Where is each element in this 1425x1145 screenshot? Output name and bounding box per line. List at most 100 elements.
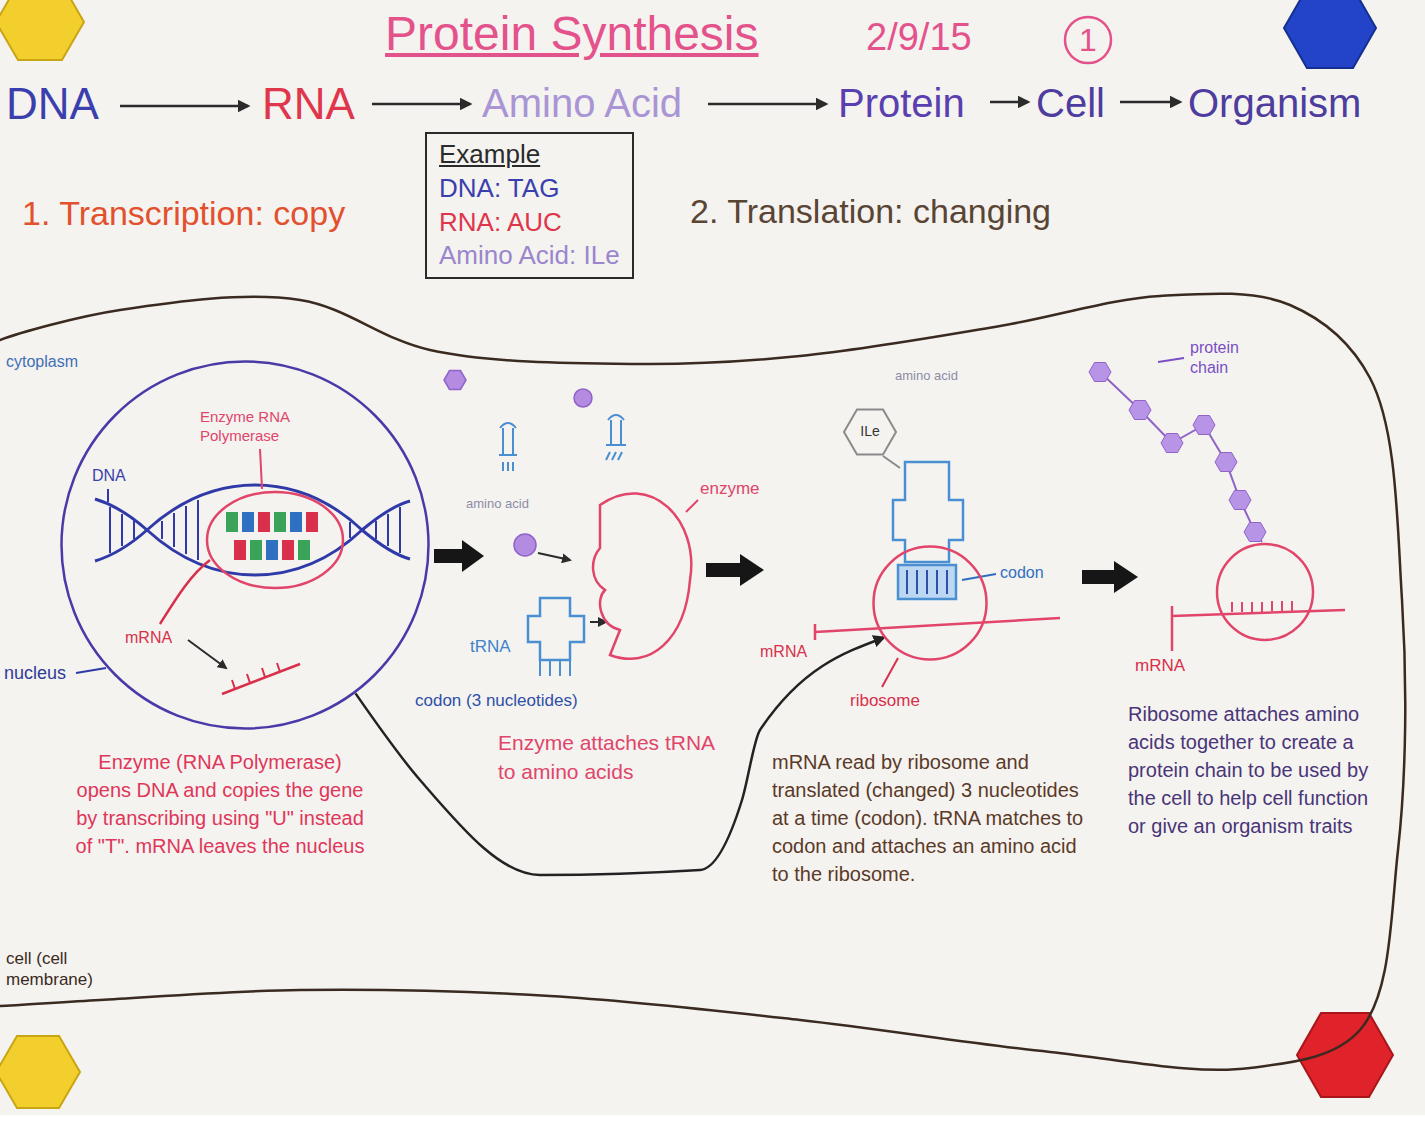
protein-chain (1229, 491, 1251, 510)
dna-helix (95, 485, 410, 575)
trna-symbol (499, 423, 517, 471)
flow-arrow (372, 103, 470, 106)
rna-polymerase (234, 540, 246, 560)
mrna-strand (1232, 601, 1292, 612)
part-name: amino acid (466, 496, 529, 512)
leader-line (882, 358, 1184, 687)
date: 2/9/15 (866, 14, 972, 62)
part-name: enzyme (700, 478, 760, 499)
dna-helix (95, 485, 410, 561)
poster-title: Protein Synthesis (385, 4, 759, 64)
trna-symbol (540, 660, 570, 676)
part-name: codon (1000, 563, 1044, 583)
ribosome-circle (872, 545, 988, 661)
rna-polymerase (226, 512, 238, 532)
protein-chain (1100, 372, 1262, 542)
dna-helix (110, 500, 400, 560)
amino-acid (574, 389, 592, 407)
amino-acid (444, 371, 592, 557)
dna-helix (107, 489, 109, 502)
ribosome-symbol (1217, 544, 1313, 640)
mrna-strand (160, 560, 300, 694)
part-name: Enzyme RNA Polymerase (200, 408, 330, 446)
part-name: nucleus (4, 662, 66, 685)
flow-step: Protein (838, 78, 965, 128)
small-arrow (538, 553, 570, 560)
rna-polymerase (282, 540, 294, 560)
amino-acid-hexagon (883, 456, 900, 468)
step-note: Enzyme attaches tRNA to amino acids (498, 728, 718, 787)
enzyme-shape (686, 500, 698, 512)
leader-line (882, 658, 898, 687)
small-arrow (590, 621, 606, 623)
rna-polymerase (298, 540, 310, 560)
mrna-strand (1171, 606, 1174, 651)
rna-polymerase (207, 449, 343, 588)
box-heading: Example (439, 138, 620, 172)
step-note: Ribosome attaches amino acids together t… (1128, 700, 1378, 840)
ribosome-circle: ribosome (872, 545, 988, 661)
leader-arrow (188, 640, 226, 668)
part-name: mRNA (125, 628, 172, 648)
mrna-strand (815, 618, 1060, 632)
enzyme-shape (593, 493, 691, 658)
trna-symbol (606, 415, 626, 460)
rna-polymerase (274, 512, 286, 532)
flow-step: RNA (262, 76, 355, 131)
example-line: DNA: TAG (439, 172, 620, 206)
flow-step: DNA (6, 76, 99, 131)
part-name: protein chain (1190, 338, 1262, 378)
part-name: ribosome (850, 690, 920, 711)
step-note: mRNA read by ribosome and translated (ch… (772, 748, 1087, 888)
flow-arrow (1120, 101, 1180, 104)
cell-outline: cytoplasmcell (cell membrane)nucleusribo… (0, 288, 1412, 1078)
amino-acid (444, 371, 466, 390)
part-name: amino acid (895, 368, 958, 384)
amino-acid-name: ILe (856, 423, 884, 441)
example-line: Amino Acid: ILe (439, 239, 620, 273)
page-number-circle (1065, 17, 1111, 63)
trna-symbol (898, 565, 956, 599)
rna-polymerase (290, 512, 302, 532)
stage-arrow (434, 540, 1138, 593)
push-pin (0, 0, 1393, 1108)
flow-arrow (120, 105, 248, 108)
mrna-strand (222, 664, 300, 694)
example-line: RNA: AUC (439, 206, 620, 240)
flow-step: Organism (1188, 78, 1361, 128)
flow-step: Amino Acid (482, 78, 682, 128)
push-pin (0, 0, 84, 60)
flow-arrow (990, 101, 1028, 104)
protein-chain (1193, 416, 1215, 435)
cell-outline (0, 294, 1405, 1070)
bottom-strip (0, 1115, 1425, 1145)
part-name: cytoplasm (6, 352, 78, 372)
part-name: mRNA (760, 642, 807, 662)
protein-chain (1244, 523, 1266, 542)
small-arrow (538, 553, 606, 622)
part-name: tRNA (470, 636, 511, 657)
mrna-strand (1172, 610, 1345, 616)
enzyme-shape (593, 493, 698, 658)
protein-chain (1129, 401, 1151, 420)
rna-polymerase (258, 512, 270, 532)
mrna-strand (814, 624, 817, 640)
ribosome-circle (874, 547, 987, 660)
rna-polymerase (207, 492, 343, 588)
stage-arrow (706, 554, 764, 586)
leader-line (76, 668, 106, 673)
protein-chain (1089, 363, 1266, 543)
protein-chain (1215, 453, 1237, 472)
protein-chain (1089, 363, 1111, 382)
step-note: Enzyme (RNA Polymerase) opens DNA and co… (70, 748, 370, 860)
callout-number: 1 (1078, 20, 1098, 60)
part-name: codon (3 nucleotides) (415, 690, 578, 711)
stage-arrow (1082, 561, 1138, 593)
nucleus-circle (62, 362, 429, 729)
part-name: mRNA (1135, 655, 1185, 676)
example-box: ExampleDNA: TAGRNA: AUCAmino Acid: ILe (425, 132, 634, 279)
trna-symbol (893, 462, 963, 599)
cell-outline (0, 288, 1412, 1078)
